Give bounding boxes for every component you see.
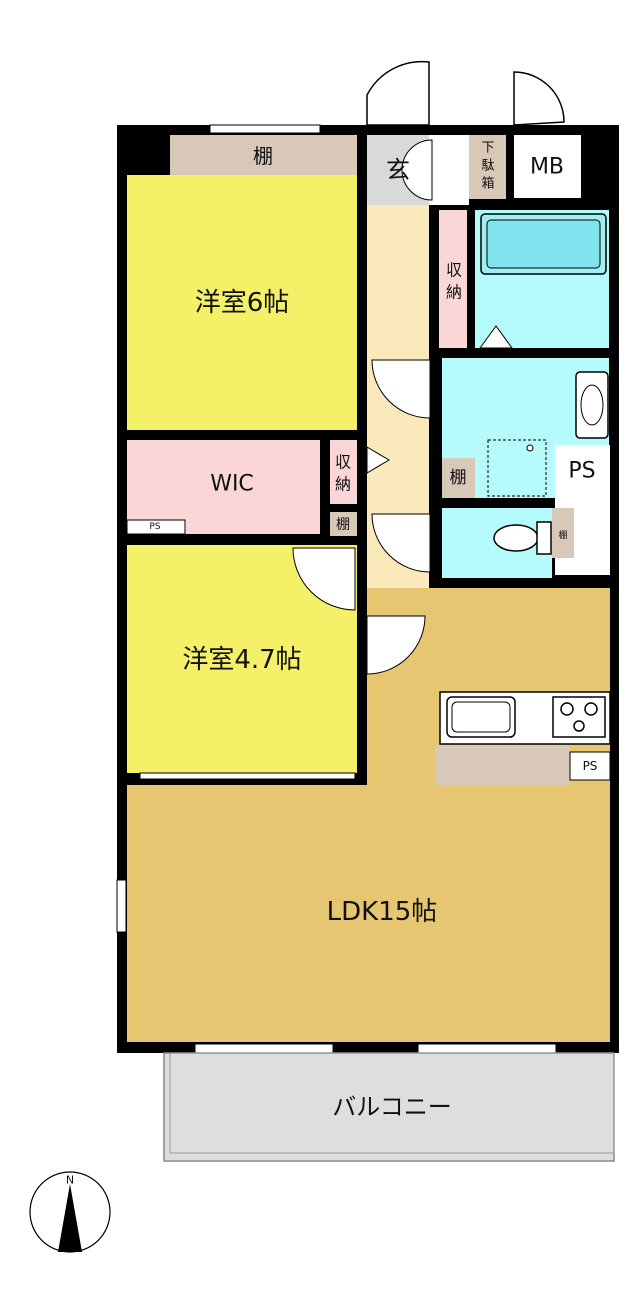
door-wic-arrow: [366, 446, 390, 474]
door-entrance: [401, 139, 433, 201]
label-storage-wic-2: 納: [335, 475, 351, 494]
window-top-left: [209, 124, 321, 134]
window-left: [116, 879, 127, 933]
kitchen-shelf-area: [435, 745, 570, 785]
entry-door-right: [513, 71, 565, 126]
ps-kitchen-area: [569, 751, 611, 781]
ps-small-area: [126, 519, 186, 535]
washer-drain: [526, 444, 534, 452]
burner-3: [573, 720, 585, 732]
wash-shelf-area: [442, 458, 475, 498]
label-ps-right: PS: [568, 459, 595, 484]
label-bedroom-6: 洋室6帖: [195, 288, 290, 318]
window-bottom-right: [417, 1043, 557, 1054]
label-shoe-1: 下: [481, 141, 494, 156]
shoe-cabinet-area: [469, 135, 506, 199]
compass-needle-icon: [58, 1184, 82, 1252]
compass-n: N: [66, 1174, 74, 1187]
label-shelf-wash: 棚: [450, 468, 467, 488]
wic-storage-area: [330, 440, 357, 504]
door-hall-2: [371, 513, 431, 573]
label-storage-wic-1: 収: [335, 453, 351, 472]
label-shelf-top: 棚: [253, 144, 273, 168]
label-shelf-wic: 棚: [336, 517, 350, 533]
label-balcony: バルコニー: [332, 1093, 452, 1121]
bedroom-6-area: [127, 175, 357, 430]
label-shelf-toilet: 棚: [558, 529, 567, 541]
entry-door-left: [366, 60, 430, 126]
toilet-bowl: [493, 524, 539, 552]
balcony-area: [163, 1052, 615, 1162]
balcony-rail: [169, 1052, 615, 1154]
mb-area: [514, 135, 581, 198]
ldk-area: [127, 785, 610, 1042]
label-ps-kitchen: PS: [583, 759, 598, 773]
toilet-tank: [536, 521, 552, 555]
washbasin-bowl: [580, 384, 604, 426]
window-bedroom2: [139, 772, 356, 780]
label-ps-small: PS: [149, 522, 160, 532]
door-ldk: [366, 615, 426, 675]
burner-1: [560, 702, 574, 716]
door-hall-1: [371, 359, 431, 419]
wic-area: [127, 440, 320, 534]
label-shoe-2: 駄: [481, 159, 494, 174]
burner-2: [584, 702, 598, 716]
label-storage-hall-1: 収: [446, 261, 462, 280]
window-bottom-left: [194, 1043, 334, 1054]
wic-shelf-area: [330, 512, 357, 536]
label-entrance: 玄: [386, 156, 410, 184]
bathtub-inner: [486, 219, 601, 269]
door-bedroom2: [292, 547, 356, 611]
door-bath-arrow: [479, 325, 513, 349]
label-ldk: LDK15帖: [327, 897, 438, 927]
entrance-floor: [429, 135, 469, 205]
label-shoe-3: 箱: [481, 176, 494, 192]
label-wic: WIC: [210, 472, 254, 497]
hall-storage-area: [439, 210, 467, 348]
label-bedroom-47: 洋室4.7帖: [182, 645, 301, 675]
toilet-shelf-area: [552, 508, 574, 558]
kitchen-sink-basin: [451, 701, 511, 733]
washer-pan: [487, 439, 547, 497]
shelf-top-area: [170, 135, 357, 175]
label-storage-hall-2: 納: [446, 283, 462, 302]
label-mb: MB: [530, 155, 564, 180]
